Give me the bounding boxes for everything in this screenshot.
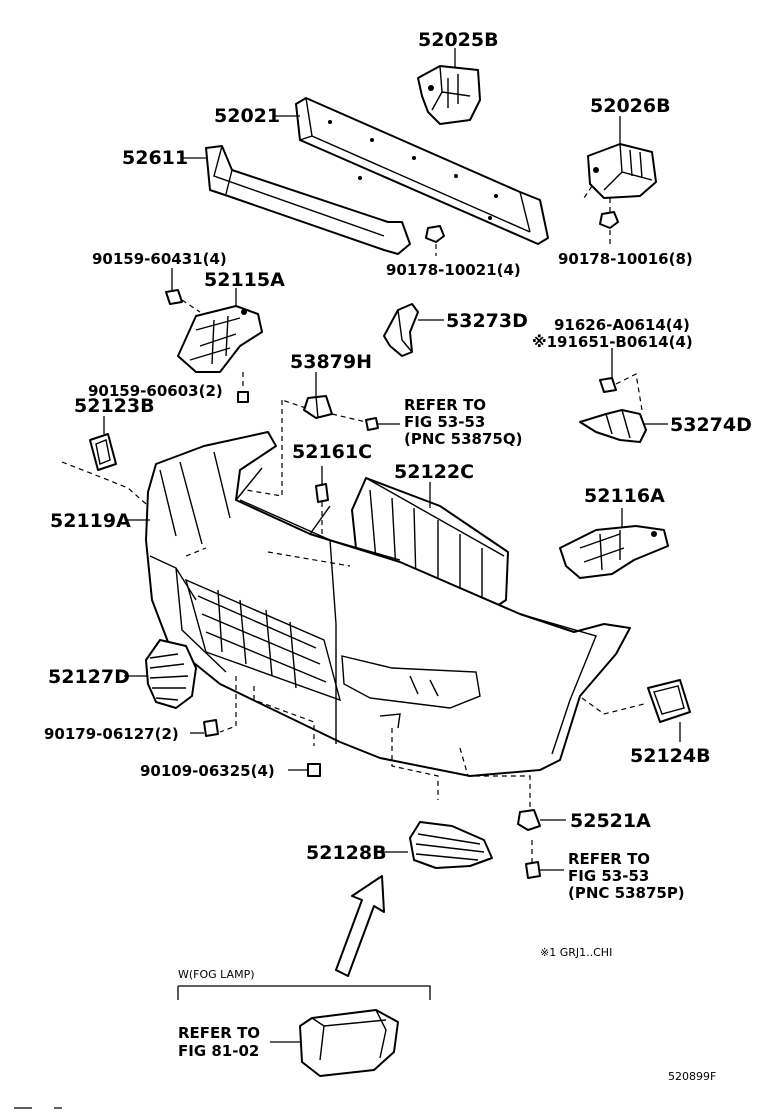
part-52127D-shape[interactable]	[145, 639, 197, 709]
label-90159-60431: 90159-60431(4)	[92, 250, 227, 268]
label-52025B: 52025B	[418, 29, 499, 51]
fog-lamp-bracket-line	[177, 985, 431, 1000]
label-91626-A0614: 91626-A0614(4)	[554, 316, 690, 334]
ref2-line2: FIG 53-53	[568, 867, 649, 885]
part-52521A-shape[interactable]	[517, 809, 566, 831]
label-52128B: 52128B	[306, 842, 387, 864]
ref2-line3: (PNC 53875P)	[568, 884, 685, 902]
part-52116A-shape[interactable]	[559, 525, 669, 579]
screw-53875P-shape[interactable]	[525, 840, 564, 879]
ref3-line1: REFER TO	[178, 1024, 260, 1042]
part-53274D-shape[interactable]	[579, 409, 647, 443]
label-52122C: 52122C	[394, 461, 474, 483]
nut-90178-10016-shape[interactable]	[599, 211, 619, 244]
fog-lamp-shape[interactable]	[299, 1009, 399, 1077]
ref1-line1: REFER TO	[404, 396, 486, 414]
label-90159-60603: 90159-60603(2)	[88, 382, 223, 400]
label-90178-10016: 90178-10016(8)	[558, 250, 693, 268]
label-52123B: 52123B	[74, 395, 155, 417]
screw-53875Q-shape[interactable]	[331, 413, 400, 431]
label-52115A: 52115A	[204, 269, 285, 291]
part-52025B-shape[interactable]	[417, 65, 481, 125]
part-53879H-shape[interactable]	[245, 372, 333, 497]
label-52026B: 52026B	[590, 95, 671, 117]
bolt-90109-06325-shape[interactable]	[288, 763, 321, 777]
ref3-line2: FIG 81-02	[178, 1042, 259, 1060]
bolt-90159-60431-shape[interactable]	[165, 268, 201, 313]
direction-arrow	[335, 875, 385, 977]
part-52128B-shape[interactable]	[409, 821, 493, 869]
label-90109-06325: 90109-06325(4)	[140, 762, 275, 780]
part-53273D-shape[interactable]	[383, 303, 419, 357]
label-52124B: 52124B	[630, 745, 711, 767]
bolt-91626-shape[interactable]	[599, 348, 643, 411]
clip-90179-06127-shape[interactable]	[190, 719, 219, 737]
part-52124B-shape[interactable]	[647, 679, 691, 742]
label-90178-10021: 90178-10021(4)	[386, 261, 521, 279]
label-90179-06127: 90179-06127(2)	[44, 725, 179, 743]
label-52161C: 52161C	[292, 441, 372, 463]
part-52611-shape[interactable]	[205, 145, 411, 255]
diagram-id: 520899F	[668, 1070, 716, 1083]
label-52021: 52021	[214, 105, 280, 127]
label-52127D: 52127D	[48, 666, 130, 688]
ref1-line2: FIG 53-53	[404, 413, 485, 431]
label-53274D: 53274D	[670, 414, 752, 436]
ref2-line1: REFER TO	[568, 850, 650, 868]
label-52611: 52611	[122, 147, 188, 169]
bolt-90159-60603-shape[interactable]	[237, 372, 249, 403]
ref1-line3: (PNC 53875Q)	[404, 430, 522, 448]
nut-90178-10021-shape[interactable]	[425, 225, 445, 256]
footnote-1: ※1 GRJ1..CHI	[540, 946, 612, 959]
part-52119A-shape[interactable]	[145, 431, 631, 777]
part-52123B-shape[interactable]	[61, 416, 181, 535]
label-52521A: 52521A	[570, 810, 651, 832]
label-53879H: 53879H	[290, 351, 372, 373]
part-52021-shape[interactable]	[295, 97, 549, 245]
part-52026B-shape[interactable]	[587, 143, 657, 199]
part-52115A-shape[interactable]	[177, 305, 263, 373]
label-91651-B0614: ※191651-B0614(4)	[532, 333, 693, 351]
label-52119A: 52119A	[50, 510, 131, 532]
fog-lamp-header: W(FOG LAMP)	[178, 968, 255, 981]
label-53273D: 53273D	[446, 310, 528, 332]
label-52116A: 52116A	[584, 485, 665, 507]
